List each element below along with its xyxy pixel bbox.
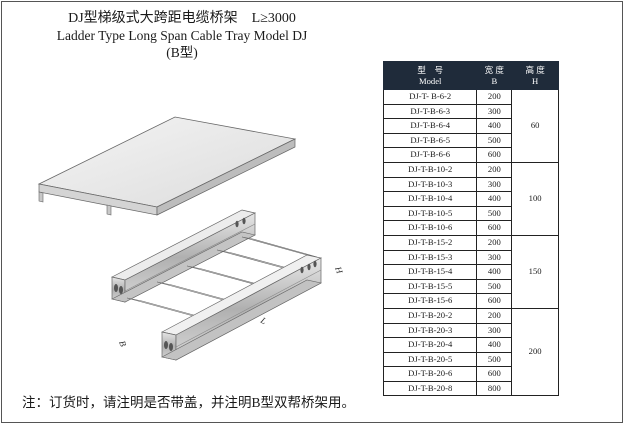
width-cell: 400 xyxy=(476,191,513,207)
title-subtype: (B型) xyxy=(166,45,198,60)
width-cell: 800 xyxy=(476,380,513,397)
width-cell: 500 xyxy=(476,205,513,222)
model-cell: DJ-T-B-15-5 xyxy=(382,278,478,295)
title-chinese: DJ型梯级式大跨距电缆桥架 L≥3000 xyxy=(32,10,332,27)
width-cell: 200 xyxy=(476,89,513,105)
width-cell: 200 xyxy=(476,161,513,178)
label-h: H xyxy=(333,264,345,275)
width-cell: 600 xyxy=(476,147,513,163)
model-cell: DJ-T- B-6-2 xyxy=(382,89,478,105)
title-english: Ladder Type Long Span Cable Tray Model D… xyxy=(56,28,308,43)
title-cn-name: DJ型梯级式大跨距电缆桥架 xyxy=(68,11,238,26)
model-cell: DJ-T-B-10-6 xyxy=(382,220,478,236)
cable-tray-drawing: H L B xyxy=(17,102,377,392)
width-cell: 300 xyxy=(476,249,513,266)
width-cell: 300 xyxy=(476,176,513,193)
height-cell: 150 xyxy=(511,234,559,309)
model-cell: DJ-T-B-15-6 xyxy=(382,293,478,309)
model-cell: DJ-T-B-10-3 xyxy=(382,176,478,193)
width-cell: 600 xyxy=(476,366,513,382)
title-block: DJ型梯级式大跨距电缆桥架 L≥3000 Ladder Type Long Spa… xyxy=(32,10,332,61)
back-side-rail xyxy=(110,209,257,303)
model-cell: DJ-T-B-10-2 xyxy=(382,161,478,178)
height-cell: 100 xyxy=(511,161,559,236)
model-cell: DJ-T-B-6-4 xyxy=(382,118,478,134)
title-cn-condition: L≥3000 xyxy=(251,11,296,26)
ladder-rungs xyxy=(126,236,318,321)
model-cell: DJ-T-B-20-6 xyxy=(382,366,478,382)
model-cell: DJ-T-B-15-3 xyxy=(382,249,478,266)
width-cell: 400 xyxy=(476,264,513,280)
model-cell: DJ-T-B-15-2 xyxy=(382,234,478,251)
model-cell: DJ-T-B-10-5 xyxy=(382,205,478,222)
order-note: 注：订货时，请注明是否带盖，并注明B型双帮桥架用。 xyxy=(22,395,356,410)
width-cell: 300 xyxy=(476,322,513,339)
width-cell: 600 xyxy=(476,220,513,236)
model-cell: DJ-T-B-6-5 xyxy=(382,132,478,149)
model-cell: DJ-T-B-20-4 xyxy=(382,337,478,353)
label-b: B xyxy=(117,339,128,348)
width-cell: 500 xyxy=(476,132,513,149)
model-cell: DJ-T-B-20-2 xyxy=(382,307,478,324)
model-cell: DJ-T-B-15-4 xyxy=(382,264,478,280)
width-cell: 200 xyxy=(476,234,513,251)
height-cell: 60 xyxy=(511,89,559,163)
width-cell: 500 xyxy=(476,278,513,295)
width-cell: 400 xyxy=(476,337,513,353)
width-cell: 600 xyxy=(476,293,513,309)
height-cell: 200 xyxy=(511,307,559,397)
model-cell: DJ-T-B-6-6 xyxy=(382,147,478,163)
front-side-rail xyxy=(160,254,323,361)
label-l: L xyxy=(258,315,268,327)
model-cell: DJ-T-B-20-3 xyxy=(382,322,478,339)
width-cell: 300 xyxy=(476,103,513,120)
model-cell: DJ-T-B-6-3 xyxy=(382,103,478,120)
model-cell: DJ-T-B-20-5 xyxy=(382,351,478,368)
model-cell: DJ-T-B-10-4 xyxy=(382,191,478,207)
rail-slots xyxy=(114,217,317,351)
tray-cover xyxy=(37,116,297,216)
width-cell: 500 xyxy=(476,351,513,368)
model-cell: DJ-T-B-20-8 xyxy=(382,380,478,397)
width-cell: 400 xyxy=(476,118,513,134)
width-cell: 200 xyxy=(476,307,513,324)
ladder-tray xyxy=(110,209,323,361)
dimension-labels: H L B xyxy=(117,264,345,348)
